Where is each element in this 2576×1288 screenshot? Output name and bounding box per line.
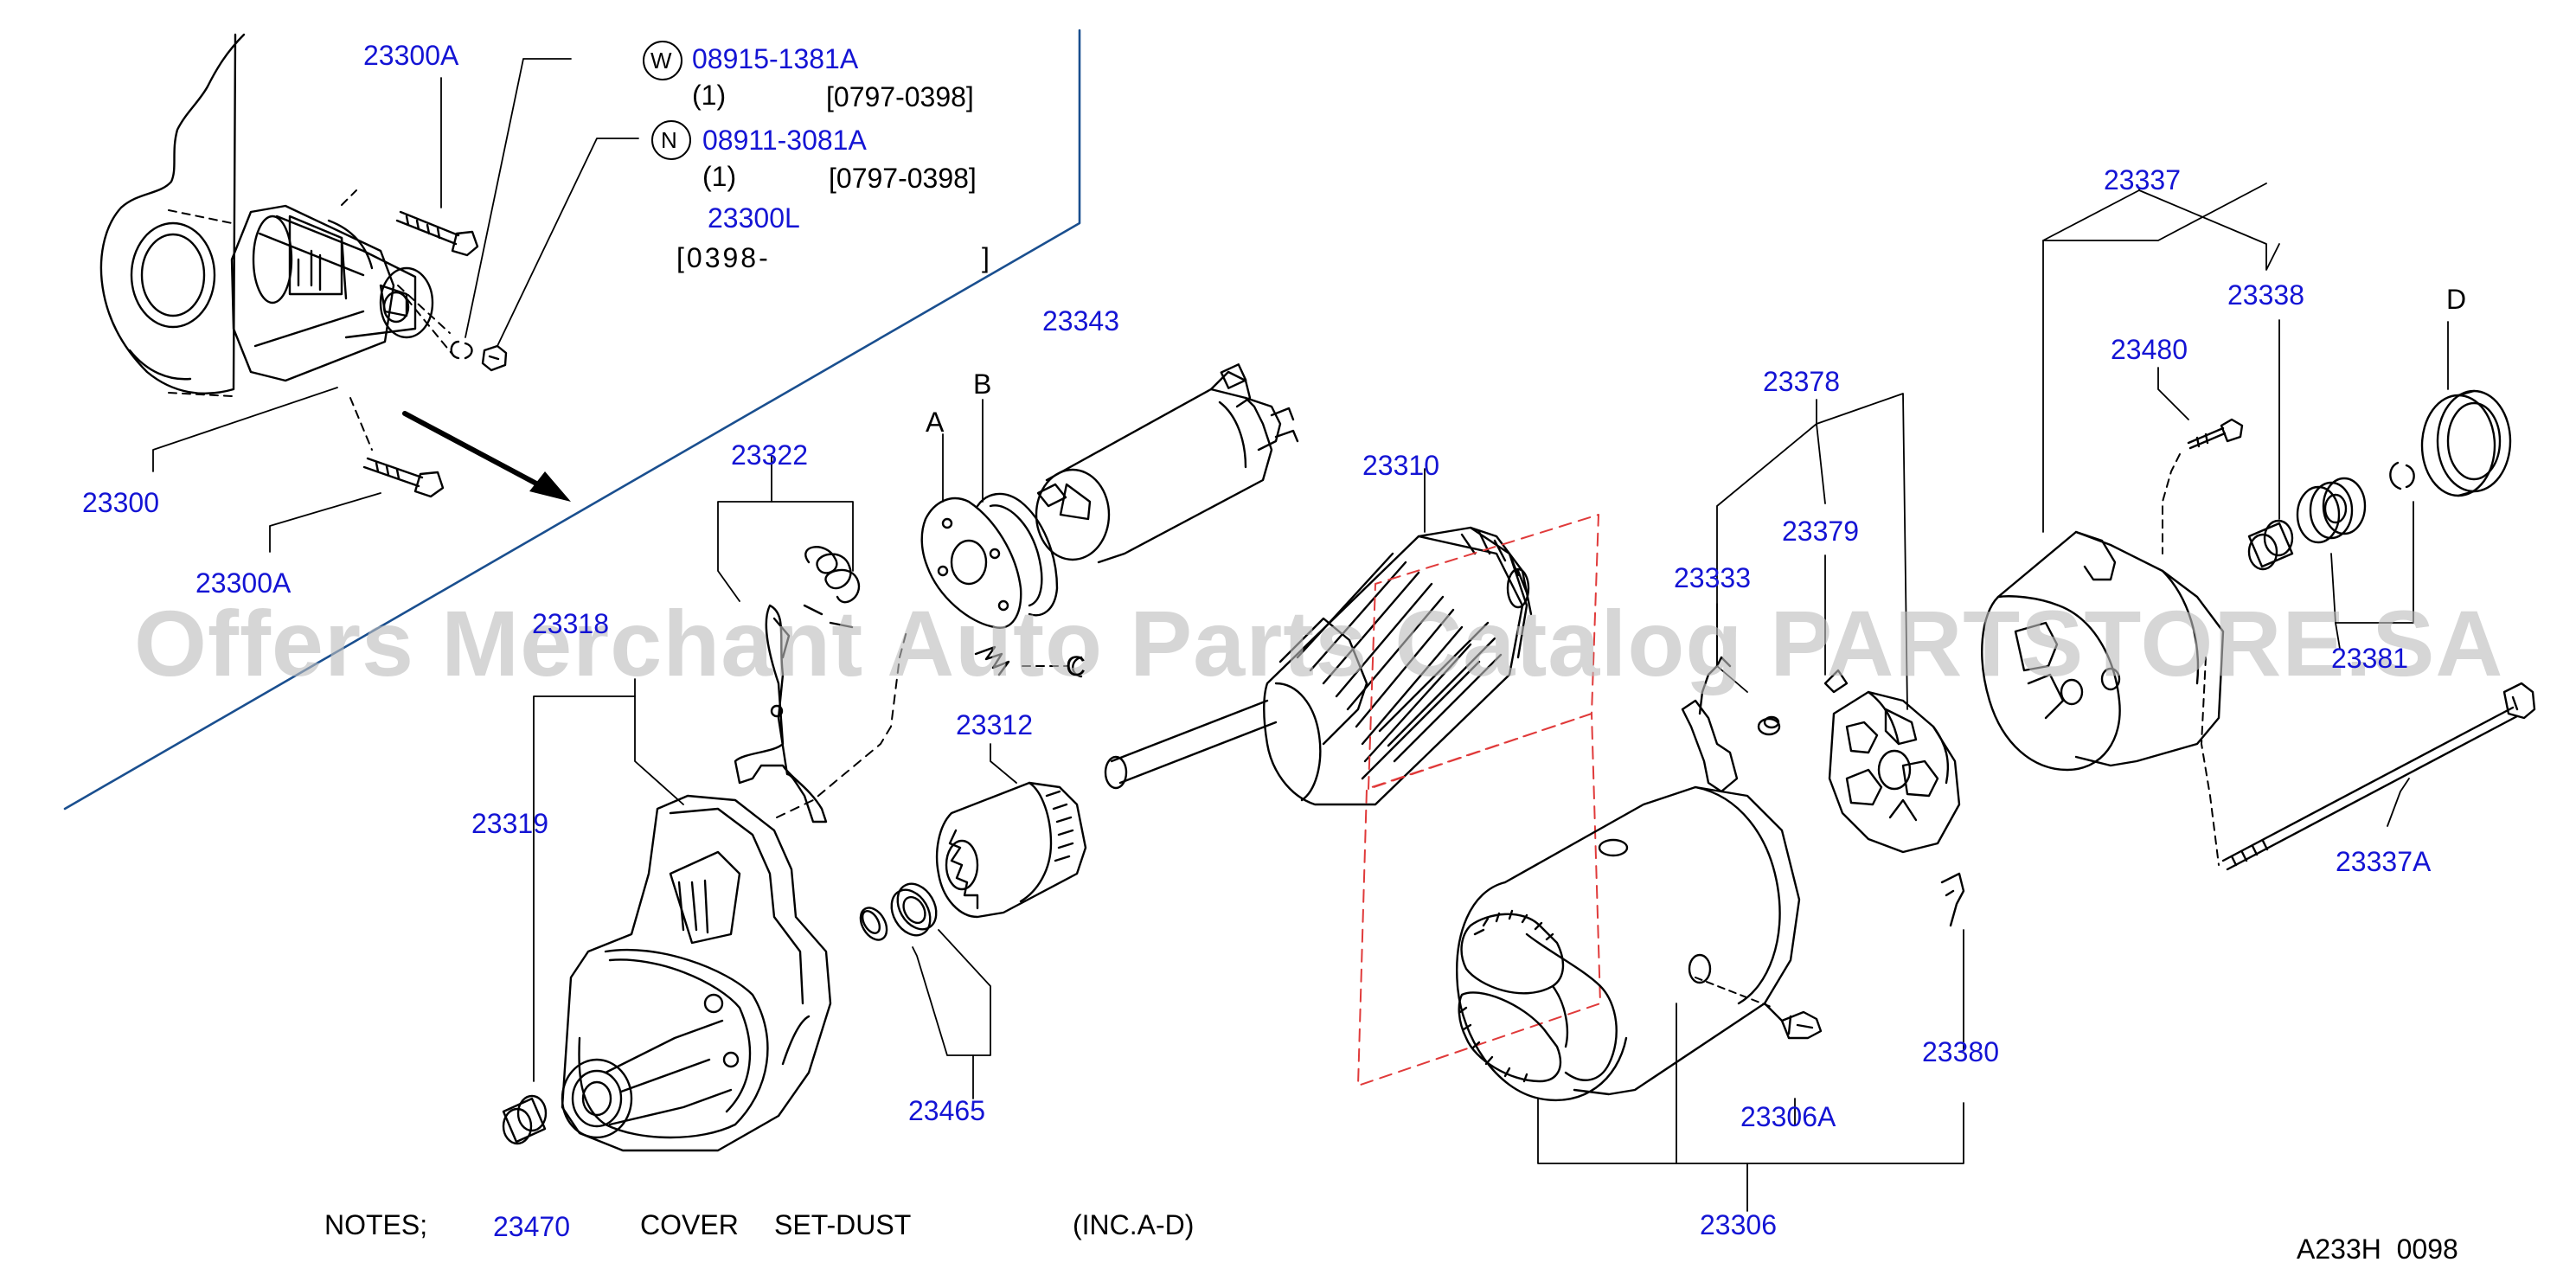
brush-small <box>1823 669 1849 694</box>
starter-assembly-inset <box>230 204 434 382</box>
lever-leaders <box>717 456 854 602</box>
part-label-23300a-upper[interactable]: 23300A <box>363 40 459 71</box>
lock-washer <box>450 340 473 360</box>
nut-symbol-circle <box>651 120 691 160</box>
rear-cover <box>1981 530 2225 772</box>
solenoid <box>1035 363 1299 564</box>
ab-leaders <box>942 399 984 503</box>
notes-label: NOTES; <box>324 1209 428 1240</box>
part-label-08915-1381a[interactable]: 08915-1381A <box>692 43 859 74</box>
brush-spring <box>1940 872 1965 927</box>
part-label-23378[interactable]: 23378 <box>1763 366 1840 397</box>
washer-qty: (1) <box>692 80 727 111</box>
letter-b: B <box>973 368 992 400</box>
pinion-gear <box>935 781 1087 919</box>
bolt-lower <box>362 457 445 498</box>
washer-date-range: [0797-0398] <box>826 81 974 112</box>
rear-bushing <box>2247 519 2294 571</box>
part-label-23465[interactable]: 23465 <box>908 1095 985 1126</box>
lever-guide-line <box>776 631 907 818</box>
inset-arrow <box>402 411 552 493</box>
letter-a: A <box>926 407 945 438</box>
part-label-23310[interactable]: 23310 <box>1362 450 1439 481</box>
nut-symbol: N <box>661 127 677 153</box>
nut-qty: (1) <box>702 161 737 192</box>
letter-c: C <box>1066 650 1086 682</box>
pinion-collar <box>890 882 938 937</box>
part-label-23480[interactable]: 23480 <box>2111 334 2188 365</box>
part-label-23306[interactable]: 23306 <box>1700 1209 1777 1240</box>
part-label-08911-3081a[interactable]: 08911-3081A <box>702 125 867 156</box>
yoke-screw <box>1763 1002 1823 1040</box>
letter-d: D <box>2446 284 2467 315</box>
yoke-leaders <box>1537 393 1964 1212</box>
through-bolt <box>2221 682 2536 871</box>
part-label-23381[interactable]: 23381 <box>2331 643 2408 674</box>
hex-nut <box>481 344 508 372</box>
brush-holder <box>1828 690 1961 854</box>
part-label-23333[interactable]: 23333 <box>1674 562 1751 593</box>
rear-leaders <box>2042 183 2449 827</box>
engine-block-outline <box>99 33 246 394</box>
dust-cap-d <box>2420 389 2512 497</box>
part-label-23318[interactable]: 23318 <box>532 608 609 639</box>
brush-terminal <box>1757 715 1781 736</box>
nut-date-range: [0797-0398] <box>829 163 977 194</box>
part-label-23300a-lower[interactable]: 23300A <box>195 567 292 599</box>
rear-screw <box>2187 418 2244 450</box>
part-label-23379[interactable]: 23379 <box>1782 516 1859 547</box>
armature <box>1104 526 1533 806</box>
washer-symbol: W <box>650 48 672 74</box>
notes-part-23470[interactable]: 23470 <box>493 1211 570 1242</box>
housing-leaders <box>533 678 684 1082</box>
replacement-date-end: ] <box>982 242 990 273</box>
e-ring <box>2389 461 2415 490</box>
part-label-23319[interactable]: 23319 <box>471 808 548 839</box>
part-label-23300[interactable]: 23300 <box>82 487 159 518</box>
part-label-23337a[interactable]: 23337A <box>2336 846 2432 877</box>
small-spring <box>974 645 1010 676</box>
part-label-23322[interactable]: 23322 <box>731 439 808 471</box>
gasket-b <box>976 492 1059 617</box>
notes-inc: (INC.A-D) <box>1073 1209 1195 1240</box>
part-label-23380[interactable]: 23380 <box>1922 1036 1999 1067</box>
part-label-23343[interactable]: 23343 <box>1042 305 1119 336</box>
replacement-date-start: [0398- <box>676 242 771 273</box>
inset-leader-lines <box>152 58 639 553</box>
plate-a <box>920 497 1022 629</box>
inset-guide-lines <box>168 189 455 451</box>
part-label-23337[interactable]: 23337 <box>2104 164 2181 195</box>
part-label-23306a[interactable]: 23306A <box>1740 1101 1836 1132</box>
inset-divider-line <box>63 29 1081 811</box>
front-bushing <box>502 1094 548 1145</box>
lever-spring <box>803 546 861 629</box>
stop-ring <box>859 907 888 941</box>
part-label-23300l[interactable]: 23300L <box>708 202 800 234</box>
front-housing <box>561 794 832 1152</box>
washer-symbol-circle <box>643 41 682 80</box>
part-label-23312[interactable]: 23312 <box>956 709 1033 740</box>
notes-cover: COVER <box>640 1209 739 1240</box>
part-label-23338[interactable]: 23338 <box>2227 279 2304 311</box>
bolt-upper <box>395 210 479 257</box>
notes-set-dust: SET-DUST <box>774 1209 912 1240</box>
kit-boundary-box <box>1357 514 1601 1086</box>
shift-lever <box>734 604 828 823</box>
watermark: Offers Merchant Auto Parts Catalog PARTS… <box>134 591 2504 695</box>
clip-c <box>1072 656 1083 678</box>
brush-lead <box>1681 656 1739 793</box>
rear-cap-spring <box>2296 477 2367 544</box>
diagram-code: A233H 0098 <box>2297 1234 2458 1265</box>
yoke-assembly <box>1456 785 1801 1102</box>
pinion-leaders <box>912 743 1017 1099</box>
